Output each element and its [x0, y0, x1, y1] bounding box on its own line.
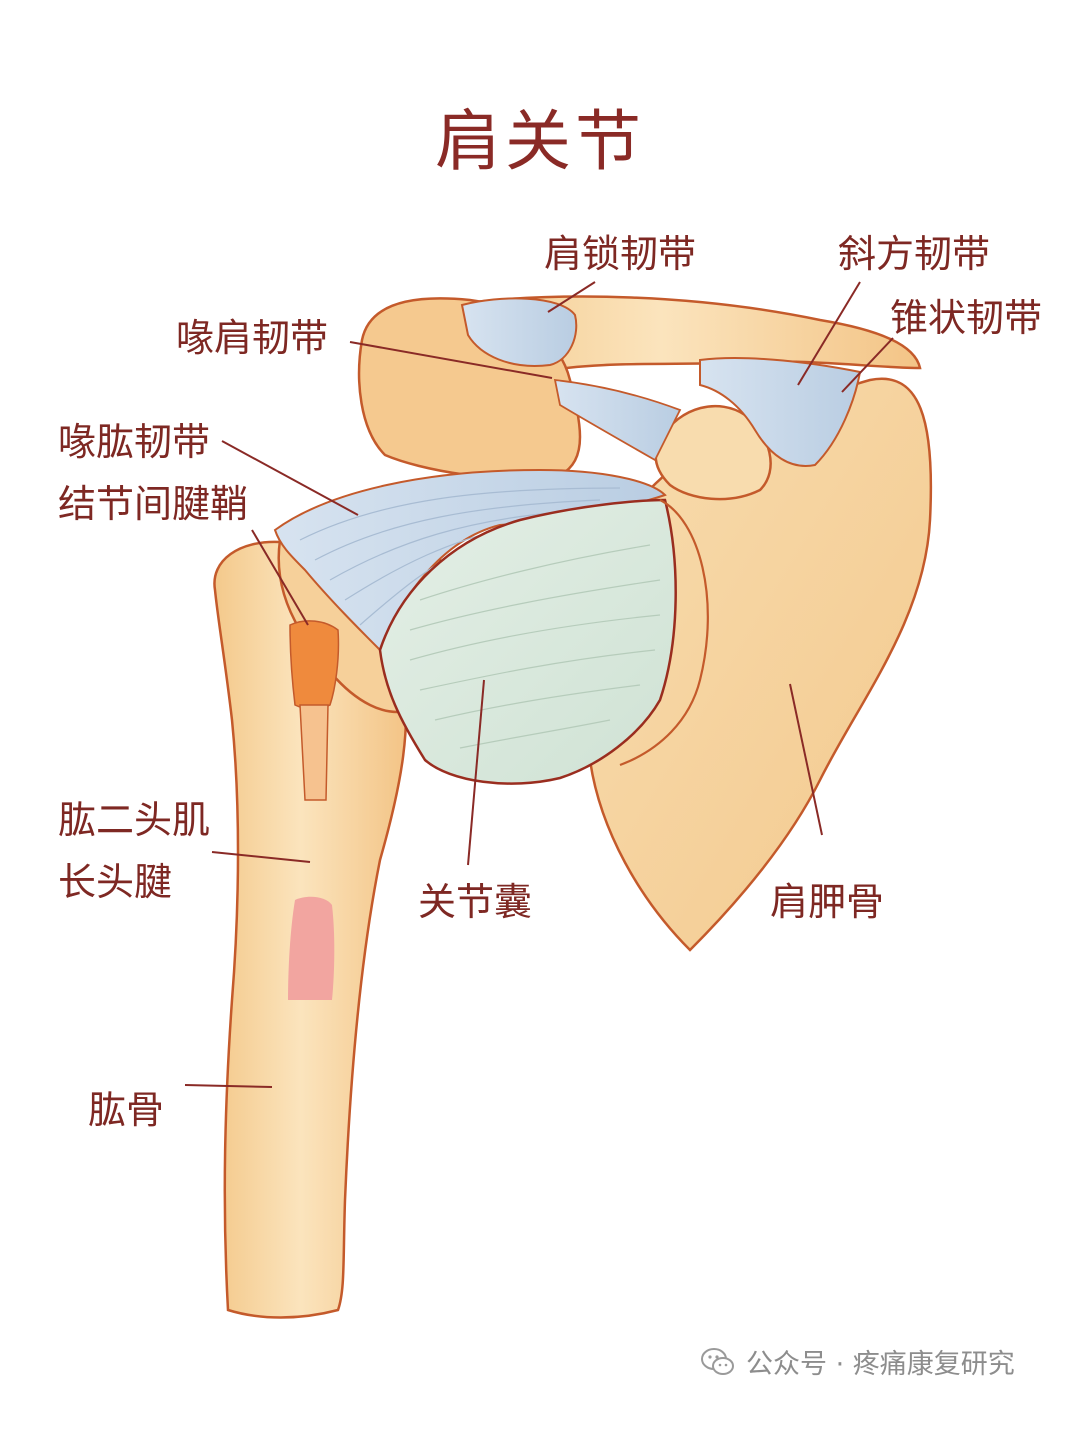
biceps-tendon-distal — [300, 705, 328, 800]
label-coracoacromial-ligament: 喙肩韧带 — [176, 316, 328, 362]
label-scapula: 肩胛骨 — [770, 880, 884, 926]
label-trapezoid-ligament: 斜方韧带 — [838, 232, 990, 278]
label-biceps-line2: 长头腱 — [58, 860, 172, 906]
label-joint-capsule: 关节囊 — [418, 880, 532, 926]
label-coracohumeral-ligament: 喙肱韧带 — [58, 420, 210, 466]
label-intertubercular-sheath: 结节间腱鞘 — [58, 482, 248, 528]
label-biceps-line1: 肱二头肌 — [58, 798, 210, 844]
watermark-text: 公众号 · 疼痛康复研究 — [746, 1342, 1015, 1381]
wechat-icon — [700, 1347, 736, 1377]
diagram-title: 肩关节 — [0, 88, 1080, 184]
watermark: 公众号 · 疼痛康复研究 — [700, 1342, 1015, 1381]
label-humerus: 肱骨 — [88, 1088, 164, 1134]
biceps-muscle-belly — [288, 897, 334, 1000]
biceps-tendon — [290, 621, 338, 709]
label-conoid-ligament: 锥状韧带 — [890, 296, 1042, 342]
label-acromioclavicular-ligament: 肩锁韧带 — [544, 232, 696, 278]
